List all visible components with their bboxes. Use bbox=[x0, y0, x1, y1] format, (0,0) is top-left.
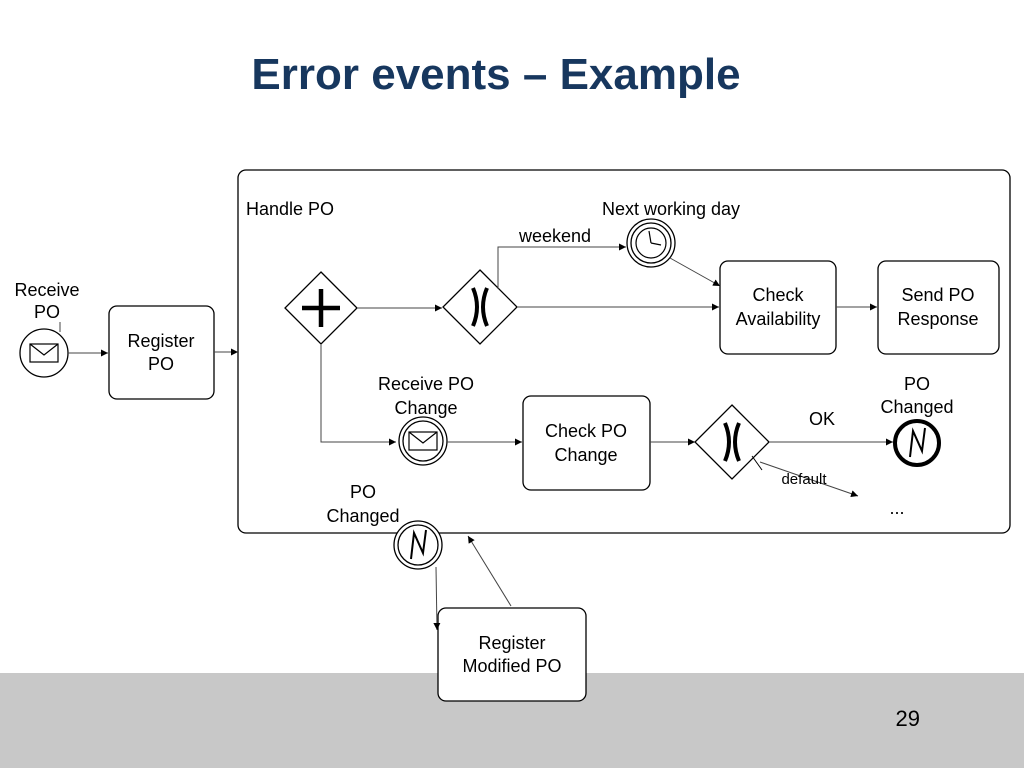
exclusive-gateway-ok bbox=[694, 404, 770, 480]
po-changed-end-label-1: PO bbox=[904, 374, 930, 394]
receive-po-label-2: PO bbox=[34, 302, 60, 322]
po-changed-end-label-2: Changed bbox=[880, 397, 953, 417]
clock-icon bbox=[635, 227, 667, 259]
default-flow-label: default bbox=[781, 471, 827, 488]
plus-icon bbox=[302, 289, 340, 327]
po-changed-boundary-error-event bbox=[393, 520, 443, 570]
po-changed-boundary-label-1: PO bbox=[350, 482, 376, 502]
receive-po-change-label-2: Change bbox=[394, 398, 457, 418]
send-po-response-label-2: Response bbox=[897, 309, 978, 329]
check-po-change-label-2: Change bbox=[554, 445, 617, 465]
receive-po-start-event bbox=[19, 328, 69, 378]
weekend-flow-label: weekend bbox=[518, 226, 591, 246]
check-availability-task bbox=[719, 260, 837, 355]
check-availability-label-1: Check bbox=[752, 285, 804, 305]
continuation-label: ... bbox=[889, 498, 904, 518]
send-po-response-label-1: Send PO bbox=[901, 285, 974, 305]
lightning-icon bbox=[909, 427, 926, 458]
envelope-icon bbox=[29, 343, 59, 363]
x-icon bbox=[723, 422, 741, 462]
send-po-response-task bbox=[877, 260, 1000, 355]
po-changed-error-end-event bbox=[893, 419, 941, 467]
receive-po-label-1: Receive bbox=[14, 280, 79, 300]
next-working-day-label: Next working day bbox=[602, 199, 740, 219]
subprocess-label: Handle PO bbox=[246, 199, 334, 219]
register-po-label-2: PO bbox=[148, 354, 174, 374]
timer-intermediate-event bbox=[626, 218, 676, 268]
receive-po-change-event bbox=[398, 416, 448, 466]
check-availability-label-2: Availability bbox=[736, 309, 821, 329]
po-changed-boundary-label-2: Changed bbox=[326, 506, 399, 526]
ok-flow-label: OK bbox=[809, 409, 835, 429]
register-modified-po-label-1: Register bbox=[478, 633, 545, 653]
register-modified-po-label-2: Modified PO bbox=[462, 656, 561, 676]
register-po-label-1: Register bbox=[127, 331, 194, 351]
envelope-icon bbox=[408, 431, 438, 451]
x-icon bbox=[471, 287, 489, 327]
slide-title: Error events – Example bbox=[251, 50, 741, 99]
receive-po-change-label-1: Receive PO bbox=[378, 374, 474, 394]
page-number: 29 bbox=[895, 706, 920, 731]
check-po-change-task bbox=[522, 395, 651, 491]
check-po-change-label-1: Check PO bbox=[545, 421, 627, 441]
register-modified-po-task bbox=[437, 607, 587, 702]
register-po-task bbox=[108, 305, 215, 400]
lightning-icon bbox=[410, 529, 427, 560]
